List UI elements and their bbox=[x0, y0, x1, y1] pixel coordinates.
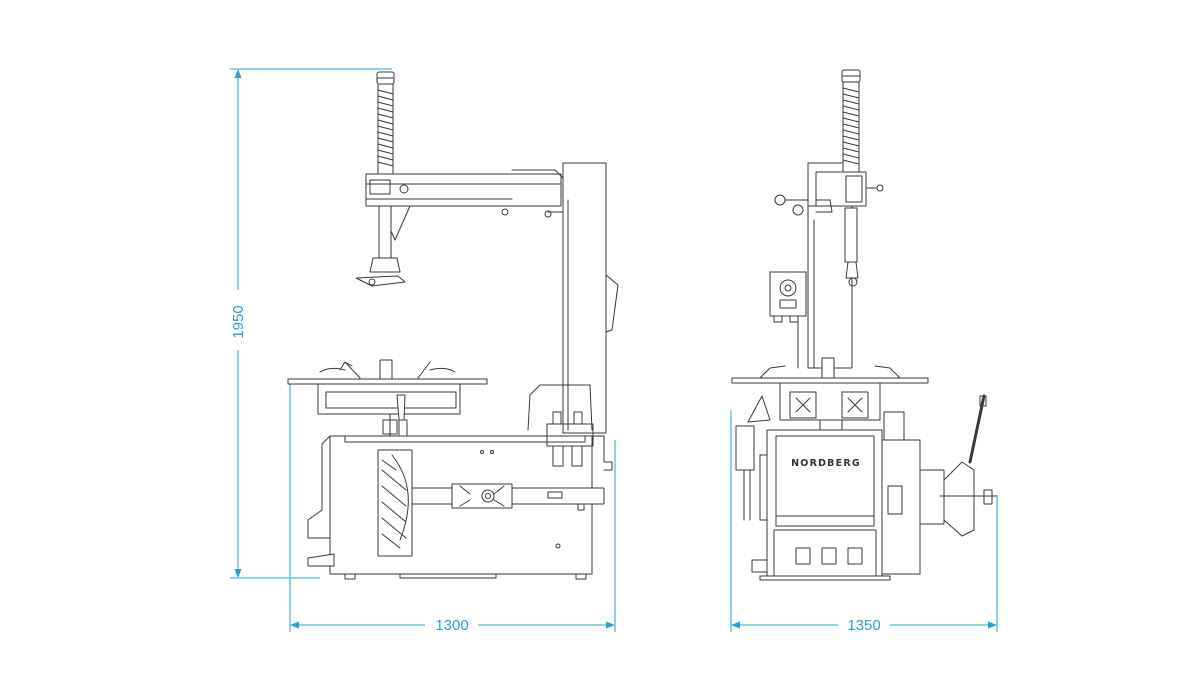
dimension-lines bbox=[230, 68, 998, 632]
side-turntable bbox=[287, 359, 488, 437]
side-horizontal-arm bbox=[365, 169, 564, 241]
front-view bbox=[731, 69, 997, 581]
front-turntable bbox=[731, 357, 929, 431]
brand-label: NORDBERG bbox=[791, 458, 861, 469]
side-width-dimension-label: 1300 bbox=[435, 617, 468, 634]
height-dimension-label: 1950 bbox=[230, 305, 247, 338]
side-column bbox=[527, 162, 619, 434]
side-cabinet bbox=[307, 435, 605, 580]
front-control-box bbox=[769, 271, 807, 369]
side-width-dimension bbox=[289, 384, 616, 632]
side-vertical-shaft bbox=[355, 71, 406, 287]
side-bead-breaker bbox=[396, 394, 408, 437]
front-side-lever bbox=[919, 394, 997, 537]
front-arm-head bbox=[774, 171, 884, 216]
front-cabinet bbox=[735, 395, 921, 581]
height-dimension bbox=[230, 68, 392, 579]
front-vertical-shaft bbox=[841, 69, 861, 287]
front-width-dimension bbox=[730, 410, 998, 632]
side-regulator-unit bbox=[546, 411, 613, 471]
front-width-dimension-label: 1350 bbox=[847, 617, 880, 634]
side-view bbox=[287, 71, 619, 580]
